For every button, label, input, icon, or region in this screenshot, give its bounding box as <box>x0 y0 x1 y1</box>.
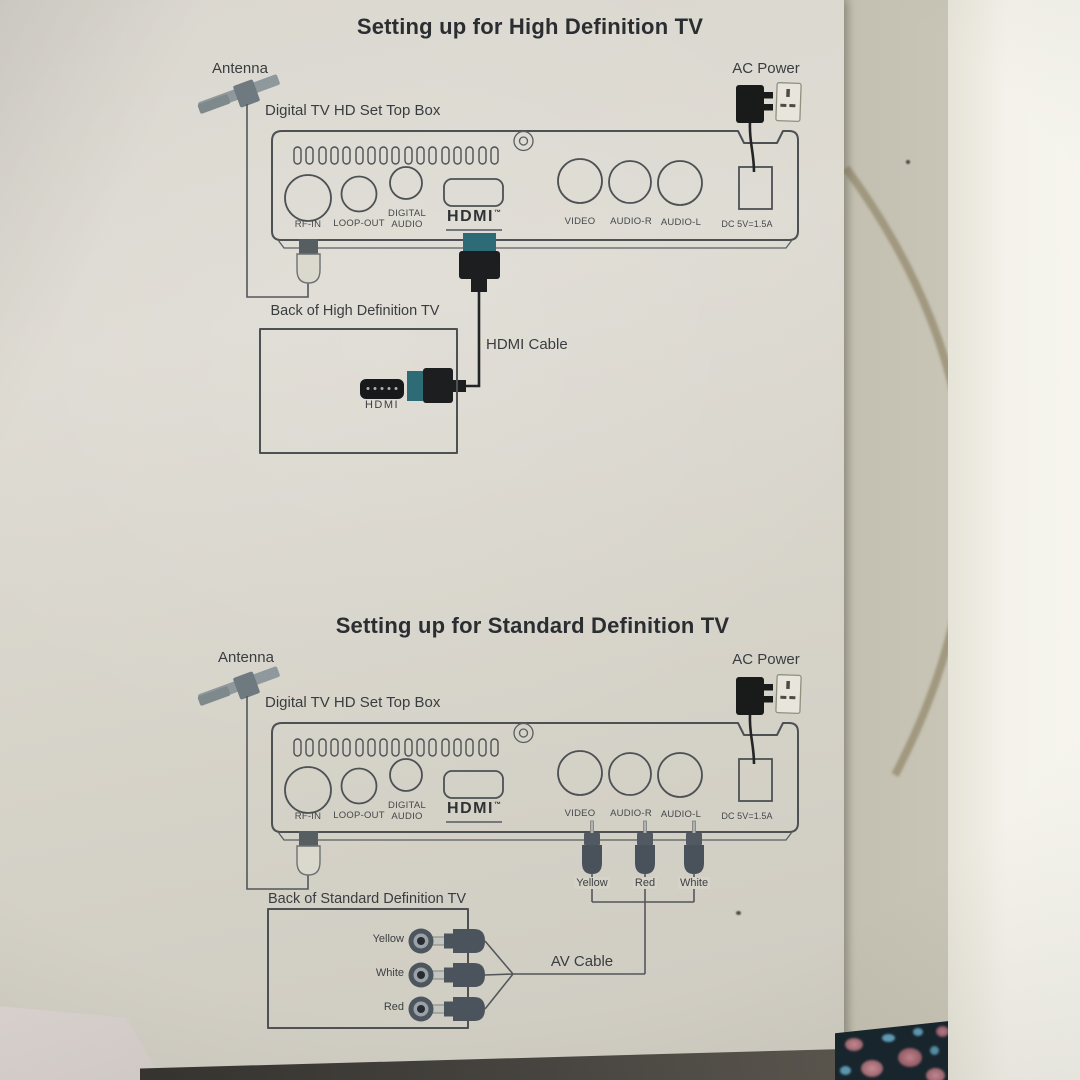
flower <box>936 1026 948 1037</box>
digital-audio-label-2-sd: AUDIO <box>391 811 423 822</box>
red-plug-label: Red <box>632 877 658 889</box>
hd-stb-label: Digital TV HD Set Top Box <box>265 102 441 119</box>
rf-in-port-label-sd: RF-IN <box>294 811 322 822</box>
audio-l-port-label: AUDIO-L <box>660 217 702 228</box>
dc-port-label: DC 5V=1.5A <box>721 219 773 229</box>
hd-ac-power-label: AC Power <box>732 60 800 77</box>
loop-out-port-label: LOOP-OUT <box>333 218 385 229</box>
tv-hdmi-port-label: HDMI <box>364 399 400 411</box>
card-speck <box>736 911 741 915</box>
set-top-box-rear-hd <box>271 130 799 249</box>
red-jack-label: Red <box>383 1001 404 1013</box>
flower <box>845 1038 863 1051</box>
white-jack-label: White <box>375 967 404 979</box>
rf-plug-hd <box>296 238 321 284</box>
dc-port-label-sd: DC 5V=1.5A <box>721 811 773 821</box>
wall-speck <box>906 160 910 164</box>
sd-stb-label: Digital TV HD Set Top Box <box>265 694 441 711</box>
loop-out-port-label-sd: LOOP-OUT <box>333 810 385 821</box>
video-port-label-sd: VIDEO <box>564 808 596 819</box>
sd-ac-power-label: AC Power <box>732 651 800 668</box>
hd-section-title: Setting up for High Definition TV <box>356 14 704 39</box>
digital-audio-label-1-sd: DIGITAL <box>388 800 426 811</box>
leaf <box>840 1066 851 1075</box>
audio-l-port-label-sd: AUDIO-L <box>660 809 702 820</box>
av-cable-label: AV Cable <box>550 953 614 970</box>
floral-fabric <box>835 1021 948 1080</box>
set-top-box-rear-sd <box>271 722 799 841</box>
hdmi-logo-tagline <box>446 229 502 231</box>
flower <box>898 1048 922 1067</box>
hdmi-logo-tagline-sd <box>446 821 502 823</box>
av-cable-wiring <box>484 874 695 1010</box>
white-plug-label: White <box>677 877 711 889</box>
yellow-plug-label: Yellow <box>574 877 610 889</box>
sd-section-title: Setting up for Standard Definition TV <box>335 613 730 638</box>
hdmi-cable-label: HDMI Cable <box>486 336 568 353</box>
hd-antenna-label: Antenna <box>212 60 268 77</box>
audio-r-port-label: AUDIO-R <box>610 216 652 227</box>
flower <box>861 1060 883 1077</box>
sd-tv-label: Back of Standard Definition TV <box>267 891 466 907</box>
av-plugs-at-box <box>582 820 704 874</box>
leaf <box>882 1034 895 1042</box>
sd-tv-box <box>267 908 485 1029</box>
leaf <box>930 1046 939 1055</box>
hdmi-logo: HDMI™ <box>447 208 501 225</box>
sd-antenna-label: Antenna <box>218 649 274 666</box>
ac-adapter-sd <box>734 673 803 766</box>
ac-adapter-hd <box>734 81 803 174</box>
video-port-label: VIDEO <box>564 216 596 227</box>
yellow-jack-label: Yellow <box>372 933 404 945</box>
hd-tv-box <box>259 328 458 454</box>
audio-r-port-label-sd: AUDIO-R <box>610 808 652 819</box>
rf-in-port-label: RF-IN <box>294 219 322 230</box>
hdmi-logo-sd: HDMI™ <box>447 800 501 817</box>
flower <box>926 1068 945 1080</box>
hd-tv-label: Back of High Definition TV <box>270 303 440 319</box>
leaf <box>913 1028 923 1036</box>
digital-audio-label-1: DIGITAL <box>388 208 426 219</box>
bright-wall-strip <box>948 0 1080 1080</box>
digital-audio-label-2: AUDIO <box>391 219 423 230</box>
rf-plug-sd <box>296 830 321 876</box>
